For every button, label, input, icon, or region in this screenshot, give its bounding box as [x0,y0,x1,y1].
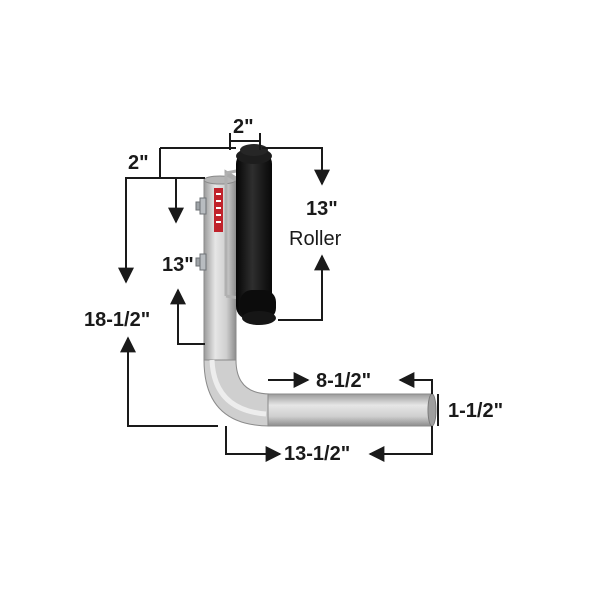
mounting-bolt-icon [195,197,207,215]
dim-upright-span [160,177,205,222]
dim-total-height [125,177,160,282]
label-tube-size: 1-1/2" [448,400,504,422]
label-roller-length: 13" [306,198,338,220]
brand-badge-marks [216,193,221,223]
label-total-reach: 13-1/2" [284,443,351,465]
tube-end [427,393,437,427]
label-roller-offset: 2" [128,152,149,174]
roller [236,144,276,325]
label-arm-span: 8-1/2" [316,370,372,392]
mounting-bolt-icon [195,253,207,271]
label-roller-word: Roller [289,228,342,250]
dim-total-reach [225,426,282,462]
dim-roller-length [262,147,330,186]
brand-badge [214,188,223,232]
arm-tube [267,393,433,427]
label-upright-span: 13" [162,254,194,276]
label-roller-width: 2" [233,116,254,138]
label-total-height: 18-1/2" [84,309,151,331]
dimension-lines [125,133,439,462]
